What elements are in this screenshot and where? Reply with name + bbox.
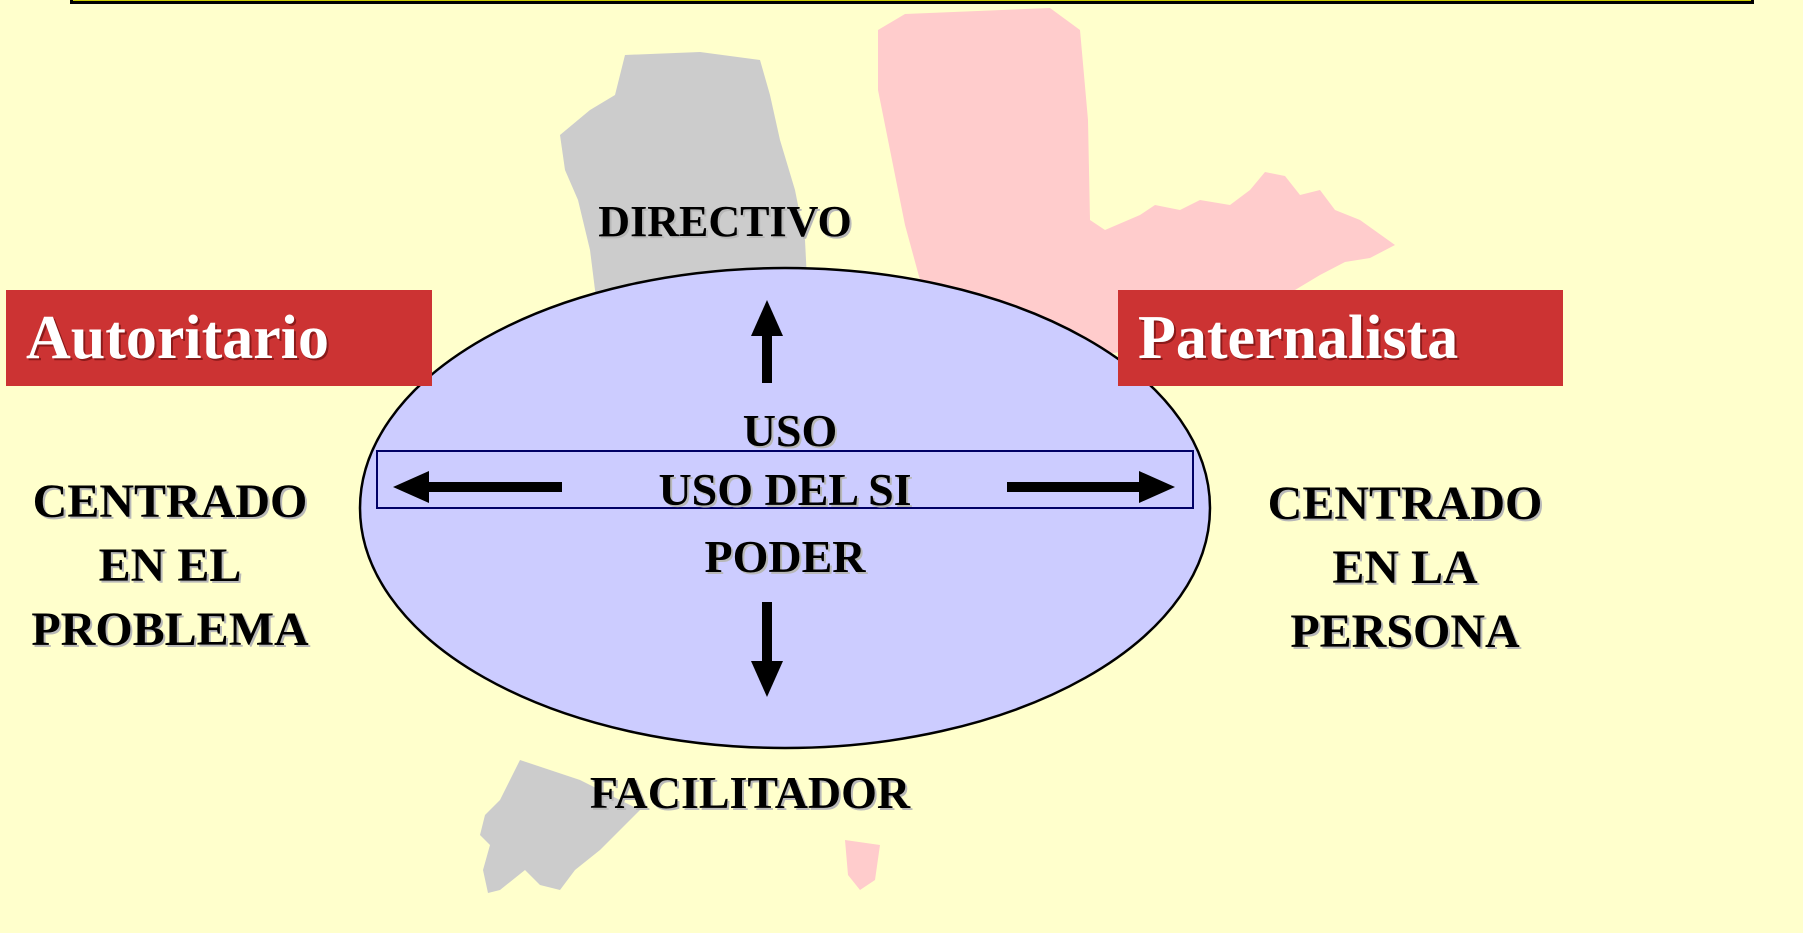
arrow-right-icon xyxy=(1007,471,1175,503)
arrow-down-icon xyxy=(751,602,783,697)
side-label-left: CENTRADO EN EL PROBLEMA xyxy=(20,470,320,662)
axis-bottom-label: FACILITADOR xyxy=(589,767,911,818)
gray-silhouette-bottom-shape xyxy=(480,760,640,893)
center-line-poder: PODER xyxy=(704,531,866,582)
side-right-line-3: PERSONA xyxy=(1290,605,1520,658)
side-left-line-3: PROBLEMA xyxy=(31,603,309,656)
pink-silhouette-shape xyxy=(878,8,1395,358)
style-label-right: Paternalista xyxy=(1118,290,1563,386)
center-line-uso: USO xyxy=(742,405,838,456)
arrow-left-icon xyxy=(393,471,562,503)
center-line-uso-del-si: USO DEL SI xyxy=(658,464,912,515)
title-bar xyxy=(70,0,1754,4)
style-label-left: Autoritario xyxy=(6,290,432,386)
horizontal-frame xyxy=(376,450,1194,509)
arrow-up-icon xyxy=(751,300,783,383)
axis-top-label: DIRECTIVO xyxy=(598,197,852,246)
pink-silhouette-bottom-shape xyxy=(845,840,880,890)
side-label-right: CENTRADO EN LA PERSONA xyxy=(1255,472,1555,664)
side-right-line-2: EN LA xyxy=(1332,541,1478,594)
side-left-line-1: CENTRADO xyxy=(32,475,308,528)
side-left-line-2: EN EL xyxy=(98,539,242,592)
side-right-line-1: CENTRADO xyxy=(1267,477,1543,530)
